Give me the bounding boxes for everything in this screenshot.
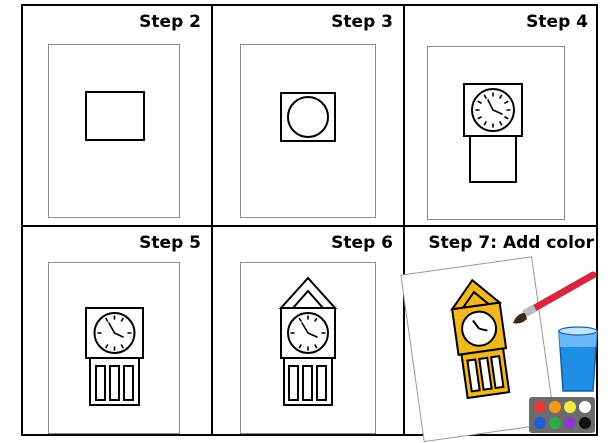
step-5-panel: Step 5 — [23, 227, 211, 434]
drawing-paper — [427, 46, 565, 220]
clock-tower-drawing — [49, 263, 179, 433]
step-label: Step 5 — [139, 233, 201, 253]
rectangle-drawing — [49, 45, 179, 217]
drawing-paper — [48, 262, 180, 434]
step-label: Step 6 — [331, 233, 393, 253]
step-3-panel: Step 3 — [213, 6, 403, 225]
step-4-panel: Step 4 — [405, 6, 598, 225]
paint-palette-icon — [529, 397, 595, 433]
clock-tower-drawing — [428, 47, 564, 219]
step-label: Step 3 — [331, 12, 393, 32]
drawing-paper — [48, 44, 180, 218]
clock-face-drawing — [241, 45, 375, 217]
worksheet-grid: Step 2 Step 3 Step 4 — [21, 4, 598, 436]
step-6-panel: Step 6 — [213, 227, 403, 434]
step-2-panel: Step 2 — [23, 6, 211, 225]
drawing-paper — [240, 262, 376, 434]
colored-clock-tower-illustration — [405, 227, 598, 434]
water-cup-icon — [559, 327, 597, 391]
drawing-paper — [240, 44, 376, 218]
step-7-panel: Step 7: Add color — [405, 227, 598, 434]
clock-tower-drawing — [241, 263, 375, 433]
step-label: Step 2 — [139, 12, 201, 32]
step-label: Step 4 — [526, 12, 588, 32]
